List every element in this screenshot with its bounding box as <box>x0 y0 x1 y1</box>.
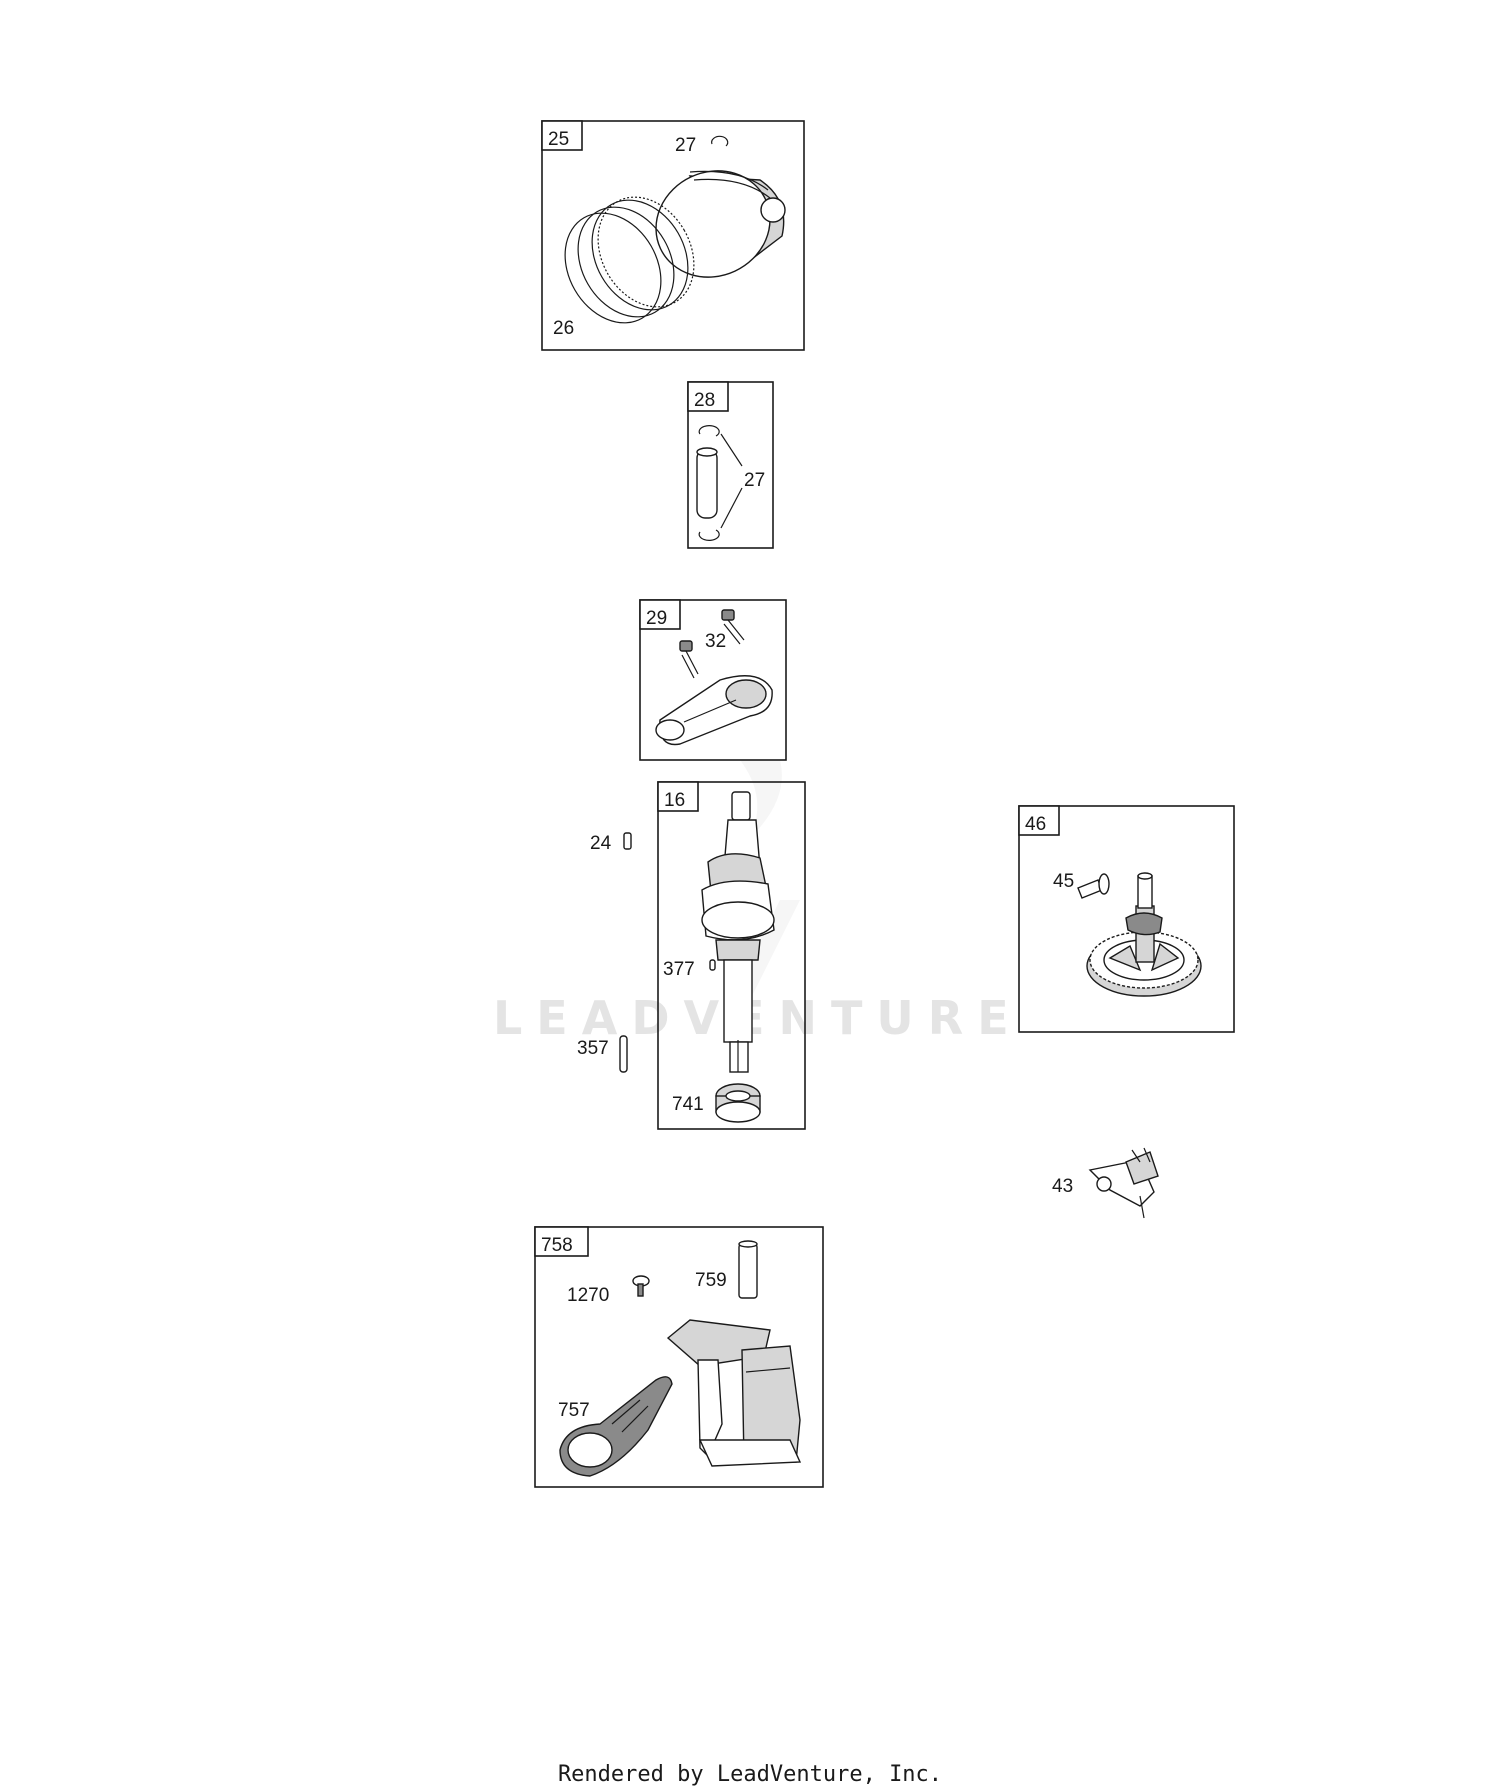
screw-1270-icon[interactable] <box>632 1275 650 1297</box>
group-16[interactable]: 16 377 741 <box>657 781 806 1130</box>
part-label-43[interactable]: 43 <box>1052 1176 1073 1197</box>
part-label-32[interactable]: 32 <box>705 631 726 652</box>
governor-part[interactable] <box>1088 1147 1159 1219</box>
part-label-377[interactable]: 377 <box>663 959 695 980</box>
part-label-26[interactable]: 26 <box>553 318 574 339</box>
group-46-tag: 46 <box>1025 814 1046 835</box>
bracket-part[interactable] <box>666 1319 802 1467</box>
pin-45-icon[interactable] <box>1077 873 1110 899</box>
loose-part-357[interactable]: 357 <box>577 1035 628 1073</box>
piston-pin-part[interactable] <box>696 447 718 519</box>
part-label-1270[interactable]: 1270 <box>567 1285 609 1306</box>
footer-credit: Rendered by LeadVenture, Inc. <box>557 1762 943 1787</box>
group-25[interactable]: 25 27 26 <box>541 120 805 351</box>
group-28-tag: 28 <box>694 390 715 411</box>
part-label-759[interactable]: 759 <box>695 1270 727 1291</box>
part-label-27b[interactable]: 27 <box>744 470 765 491</box>
pin-357-icon[interactable] <box>619 1035 628 1073</box>
group-758[interactable]: 758 1270 759 757 <box>534 1226 824 1488</box>
group-29-tag: 29 <box>646 608 667 629</box>
group-46[interactable]: 46 45 <box>1018 805 1235 1033</box>
bolt-32-icon[interactable] <box>721 609 745 645</box>
loose-part-43[interactable]: 43 <box>1052 1147 1159 1219</box>
crankshaft-part[interactable] <box>701 791 775 1073</box>
piston-part[interactable] <box>638 152 787 295</box>
pin-759-icon[interactable] <box>738 1240 758 1299</box>
part-label-45[interactable]: 45 <box>1053 871 1074 892</box>
plate-757-part[interactable] <box>559 1376 673 1477</box>
connecting-rod-part[interactable] <box>655 675 773 746</box>
key-24-icon[interactable] <box>623 832 632 850</box>
key-377-icon[interactable] <box>709 959 716 971</box>
part-label-24[interactable]: 24 <box>590 833 612 854</box>
part-label-757[interactable]: 757 <box>558 1400 590 1421</box>
part-label-357[interactable]: 357 <box>577 1038 609 1059</box>
group-758-tag: 758 <box>541 1235 573 1256</box>
part-label-741[interactable]: 741 <box>672 1094 704 1115</box>
gear-741-part[interactable] <box>715 1083 761 1123</box>
circlip-27-icon[interactable] <box>711 135 729 147</box>
circlip-bottom-icon[interactable] <box>698 529 720 541</box>
watermark: LEADVENTURE <box>493 991 1023 1045</box>
group-28[interactable]: 28 27 <box>687 381 774 549</box>
piston-rings-part[interactable] <box>546 180 713 340</box>
camshaft-gear-part[interactable] <box>1086 872 1202 997</box>
circlip-top-icon[interactable] <box>698 425 720 437</box>
group-25-tag: 25 <box>548 129 569 150</box>
part-label-27[interactable]: 27 <box>675 135 696 156</box>
group-16-tag: 16 <box>664 790 685 811</box>
group-29[interactable]: 29 32 <box>639 599 787 761</box>
bolt-32b-icon[interactable] <box>679 640 699 679</box>
loose-part-24[interactable]: 24 <box>590 832 632 854</box>
